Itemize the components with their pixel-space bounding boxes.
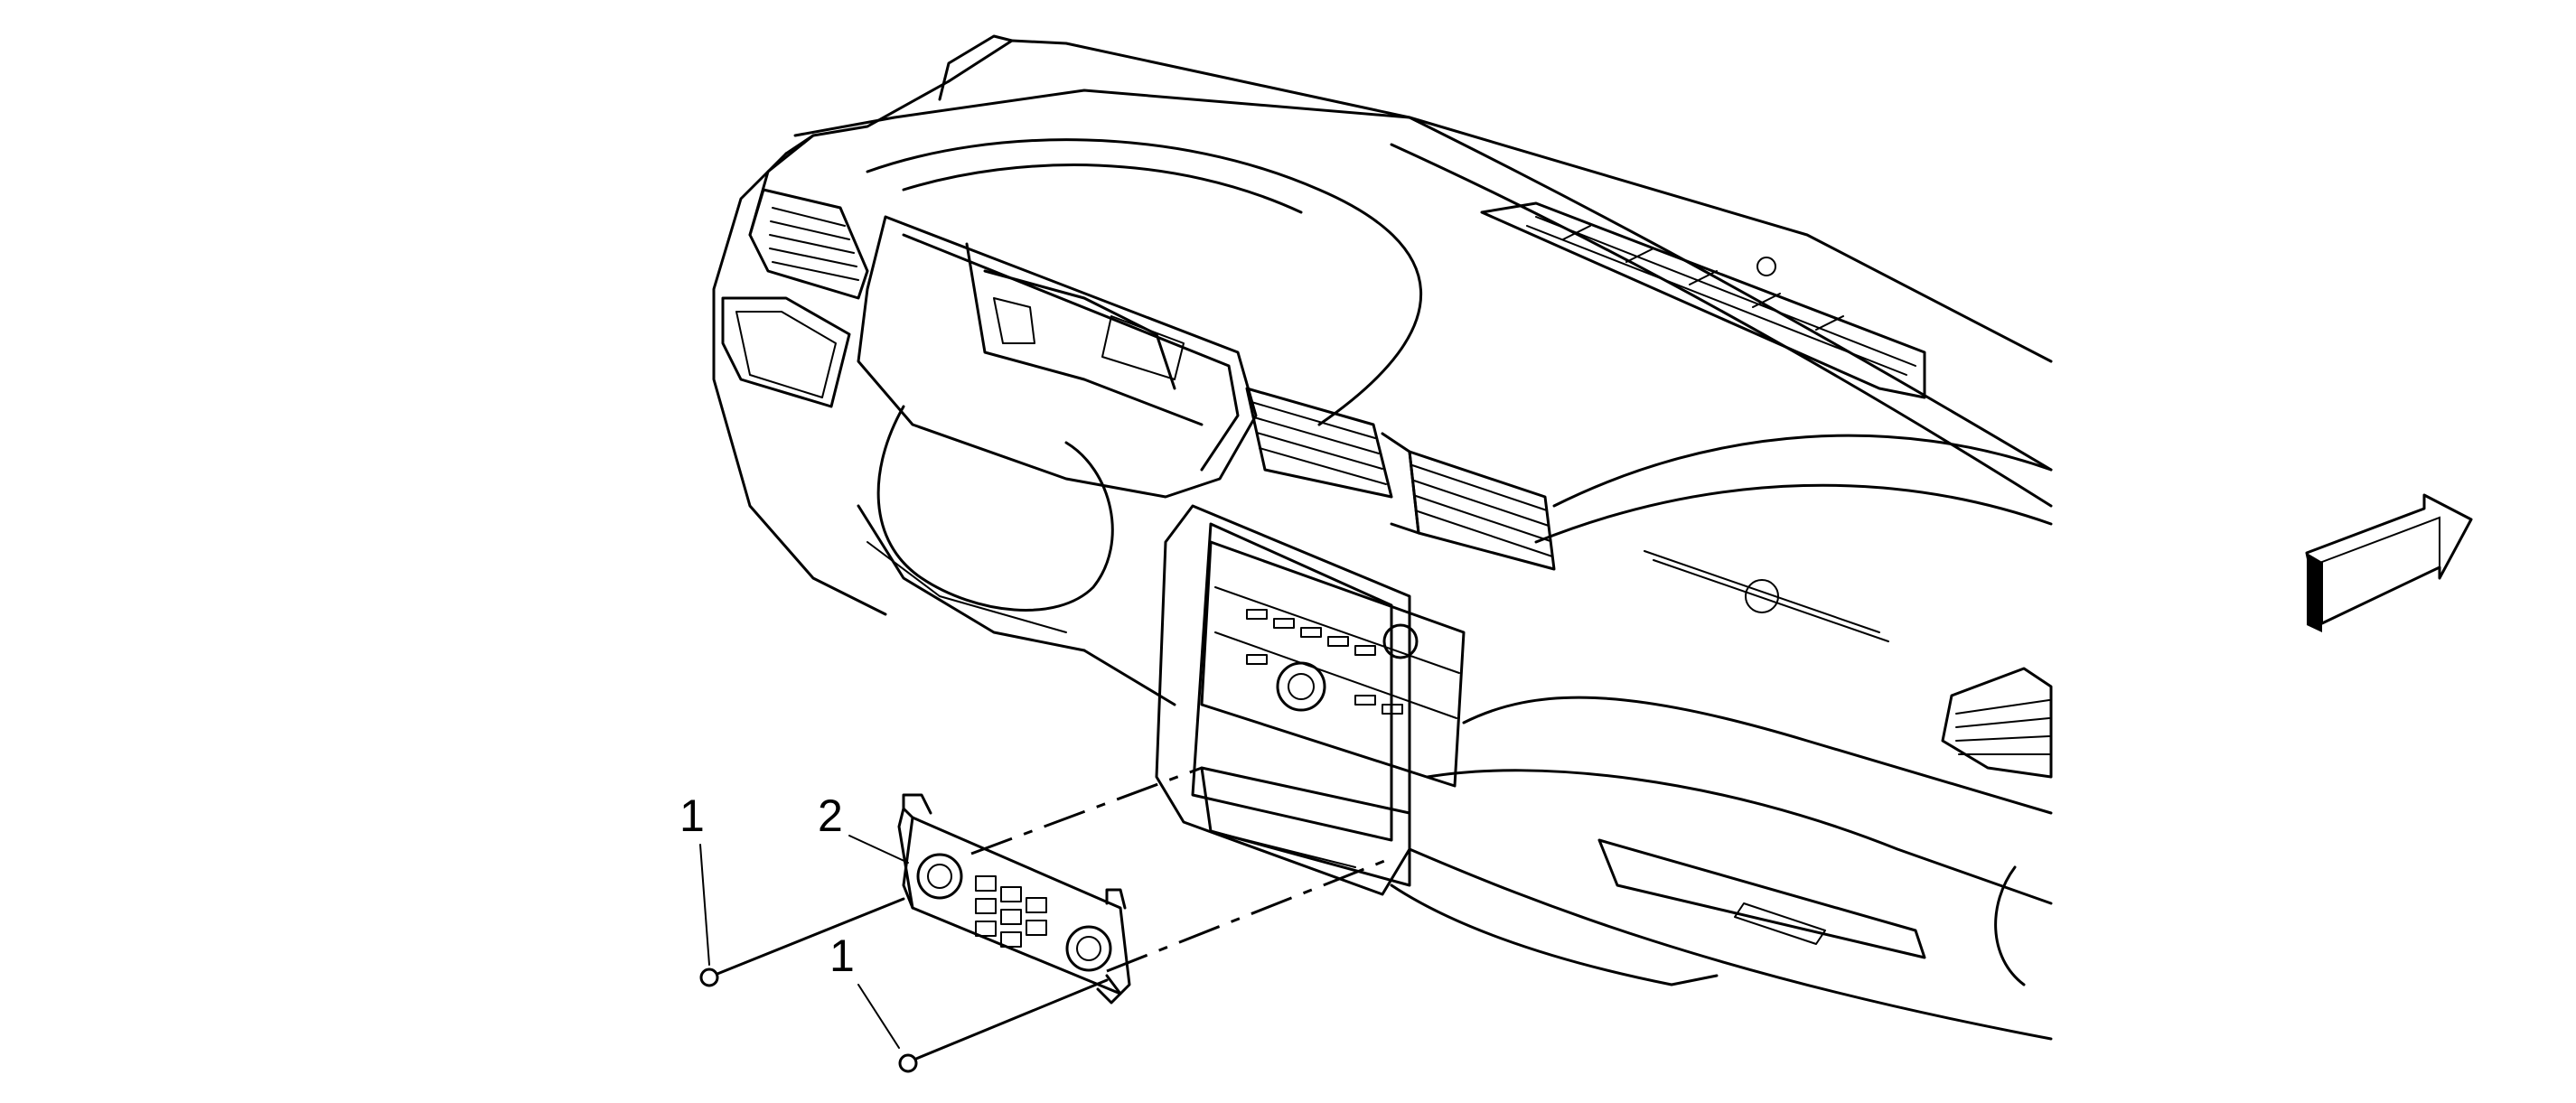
instrument-panel xyxy=(712,34,2053,1041)
callout-2: 2 xyxy=(818,790,843,841)
fastener-lower-icon xyxy=(898,978,1109,1073)
view-direction-arrow-icon xyxy=(2305,493,2473,632)
callout-1-lower: 1 xyxy=(829,930,855,981)
alignment-lines xyxy=(970,766,1392,973)
leader-lines xyxy=(699,835,909,1049)
hvac-control-module xyxy=(897,793,1131,1005)
fastener-left-icon xyxy=(699,897,905,987)
callout-1-left: 1 xyxy=(679,790,705,841)
